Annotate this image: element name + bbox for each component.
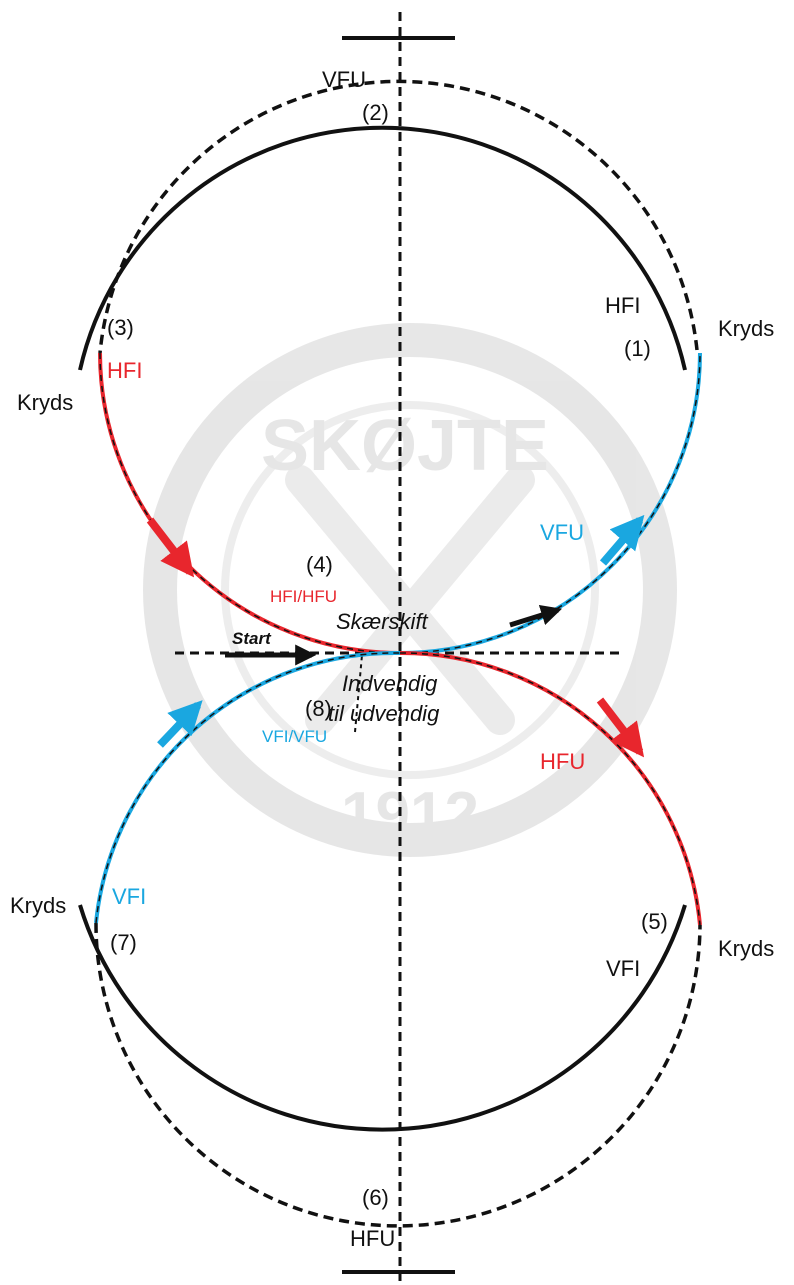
skaerskift-arrow	[509, 604, 563, 628]
label-skaerskift: Skærskift	[336, 609, 429, 634]
label-kryds-right-lower: Kryds	[718, 936, 774, 961]
label-indvendig: Indvendig	[342, 671, 438, 696]
label-vfu-top: VFU	[322, 67, 366, 92]
red-arrow-upper	[146, 517, 195, 578]
upper-blue-arc-dash	[399, 352, 701, 654]
lower-red-arc-dash	[399, 652, 701, 926]
label-hfu-bottom: HFU	[350, 1226, 395, 1251]
upper-solid-arc	[78, 125, 687, 371]
label-vfi-right: VFI	[606, 956, 640, 981]
label-point-3: (3)	[107, 315, 134, 340]
label-point-7: (7)	[110, 930, 137, 955]
label-hfi-left: HFI	[107, 358, 142, 383]
label-hfi-hfu: HFI/HFU	[270, 587, 337, 606]
label-point-4: (4)	[306, 552, 333, 577]
watermark-inner-ring	[221, 401, 599, 779]
label-start: Start	[232, 629, 272, 648]
label-kryds-left-upper: Kryds	[17, 390, 73, 415]
watermark-top-text: SKØJTE	[261, 406, 549, 486]
label-vfi-vfu: VFI/VFU	[262, 727, 327, 746]
label-point-1: (1)	[624, 336, 651, 361]
lower-solid-arc	[78, 904, 687, 1132]
label-point-2: (2)	[362, 100, 389, 125]
label-vfi-blue: VFI	[112, 884, 146, 909]
blue-arrow-upper	[599, 514, 645, 566]
label-til-udvendig: til udvendig	[328, 701, 440, 726]
lower-dashed-track	[94, 922, 702, 1228]
watermark-ring	[143, 323, 677, 857]
watermark-year: 1912	[341, 780, 479, 849]
red-arrow-lower	[596, 697, 645, 758]
label-vfu-blue: VFU	[540, 520, 584, 545]
watermark-emblem: SKØJTE 1912	[143, 323, 677, 857]
label-point-6: (6)	[362, 1185, 389, 1210]
label-kryds-left-lower: Kryds	[10, 893, 66, 918]
inside-outside-guide	[354, 654, 363, 733]
label-point-8: (8)	[305, 696, 332, 721]
label-hfi-right: HFI	[605, 293, 640, 318]
label-kryds-right-upper: Kryds	[718, 316, 774, 341]
upper-dashed-track	[98, 79, 699, 354]
label-hfu-red: HFU	[540, 749, 585, 774]
blue-arrow-lower	[157, 700, 203, 748]
label-point-5: (5)	[641, 909, 668, 934]
